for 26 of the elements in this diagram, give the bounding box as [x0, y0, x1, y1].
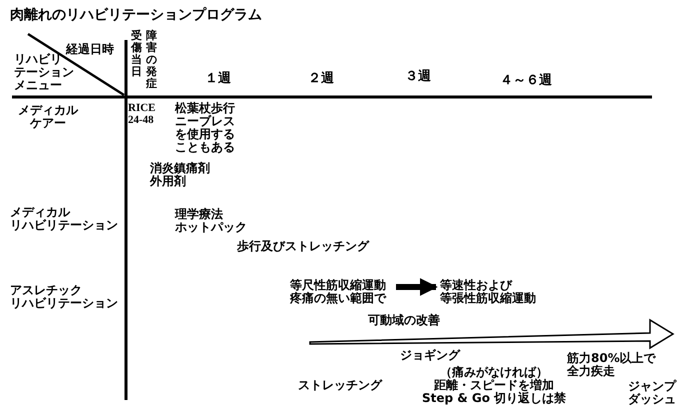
exercise-text: 等速性および等張性筋収縮運動 — [440, 279, 536, 305]
care-item: ストレッチング — [298, 379, 382, 392]
care-item: ジョギング — [400, 349, 460, 362]
care-item: 理学療法ホットパック — [175, 208, 247, 234]
week-label: ２週 — [308, 72, 334, 86]
arrow — [396, 278, 438, 296]
care-item: 歩行及びストレッチング — [237, 240, 369, 253]
care-item: 松葉杖歩行ニーブレスを使用することもある — [175, 102, 235, 154]
week-label: ４～６週 — [500, 74, 552, 88]
care-item: 消炎鎮痛剤外用剤 — [150, 162, 210, 188]
row-heading: アスレチックリハビリテーション — [10, 284, 118, 310]
title: 肉離れのリハビリテーションプログラム — [10, 8, 262, 23]
week-label: １週 — [205, 72, 231, 86]
care-item: （痛みがなければ）距離・スピードを増加Step & Go 切り返しは禁 — [422, 366, 566, 405]
column-heading: 障害の発症 — [146, 30, 157, 90]
column-heading: 受傷当日 — [131, 30, 142, 78]
axis-heading: 経過日時 — [66, 43, 114, 56]
care-item: ジャンプダッシュ — [628, 380, 676, 406]
exercise-text: 等尺性筋収縮運動疼痛の無い範囲で — [290, 279, 386, 305]
row-heading: メディカルリハビリテーション — [10, 206, 118, 232]
week-label: ３週 — [405, 70, 431, 84]
row-heading: メディカルケアー — [18, 104, 78, 130]
care-item: 筋力80%以上で全力疾走 — [567, 352, 656, 378]
arrow-label: 可動域の改善 — [368, 314, 440, 327]
axis-heading: リハビリテーションメニュー — [14, 53, 74, 92]
care-item: RICE 24-48 — [128, 102, 156, 126]
